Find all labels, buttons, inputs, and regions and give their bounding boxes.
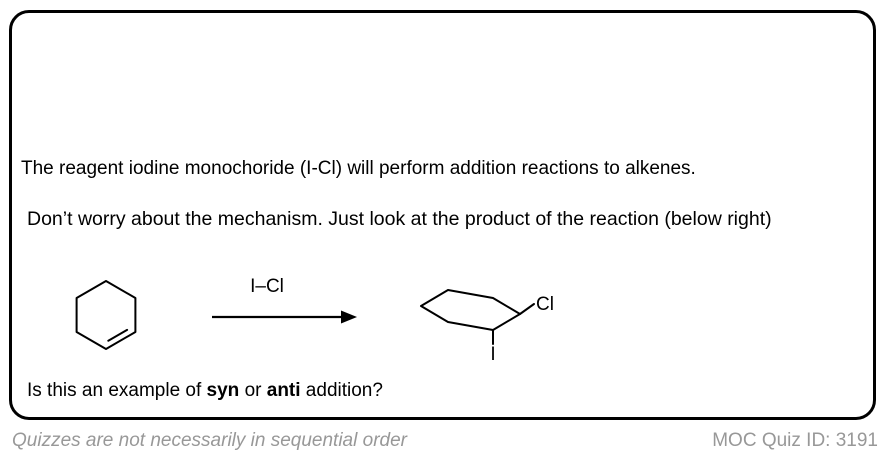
question-bold-syn: syn xyxy=(206,380,240,401)
cl-label: Cl xyxy=(536,294,554,315)
chair-ring xyxy=(420,289,521,331)
question-bold-anti: anti xyxy=(266,380,301,401)
footer-note: Quizzes are not necessarily in sequentia… xyxy=(12,430,407,451)
question-suffix: addition? xyxy=(300,380,383,401)
reaction-arrow: I–Cl xyxy=(212,276,357,324)
quiz-id: MOC Quiz ID: 3191 xyxy=(712,430,878,451)
question-prefix: Is this an example of xyxy=(27,380,207,401)
product-structure: Cl I xyxy=(420,289,554,365)
hexagon-ring xyxy=(75,280,137,350)
cyclohexene-structure xyxy=(75,280,137,350)
arrow-head xyxy=(341,310,357,324)
question-line: Is this an example of syn or anti additi… xyxy=(27,380,383,402)
question-middle: or xyxy=(239,380,267,401)
double-bond-line xyxy=(107,328,129,342)
reagent-label: I–Cl xyxy=(250,276,284,297)
quiz-card: The reagent iodine monochoride (I-Cl) wi… xyxy=(9,10,876,420)
intro-line-2: Don’t worry about the mechanism. Just lo… xyxy=(27,208,772,230)
intro-line-1: The reagent iodine monochoride (I-Cl) wi… xyxy=(21,158,696,179)
cl-bond xyxy=(519,303,535,315)
i-label: I xyxy=(490,344,495,365)
